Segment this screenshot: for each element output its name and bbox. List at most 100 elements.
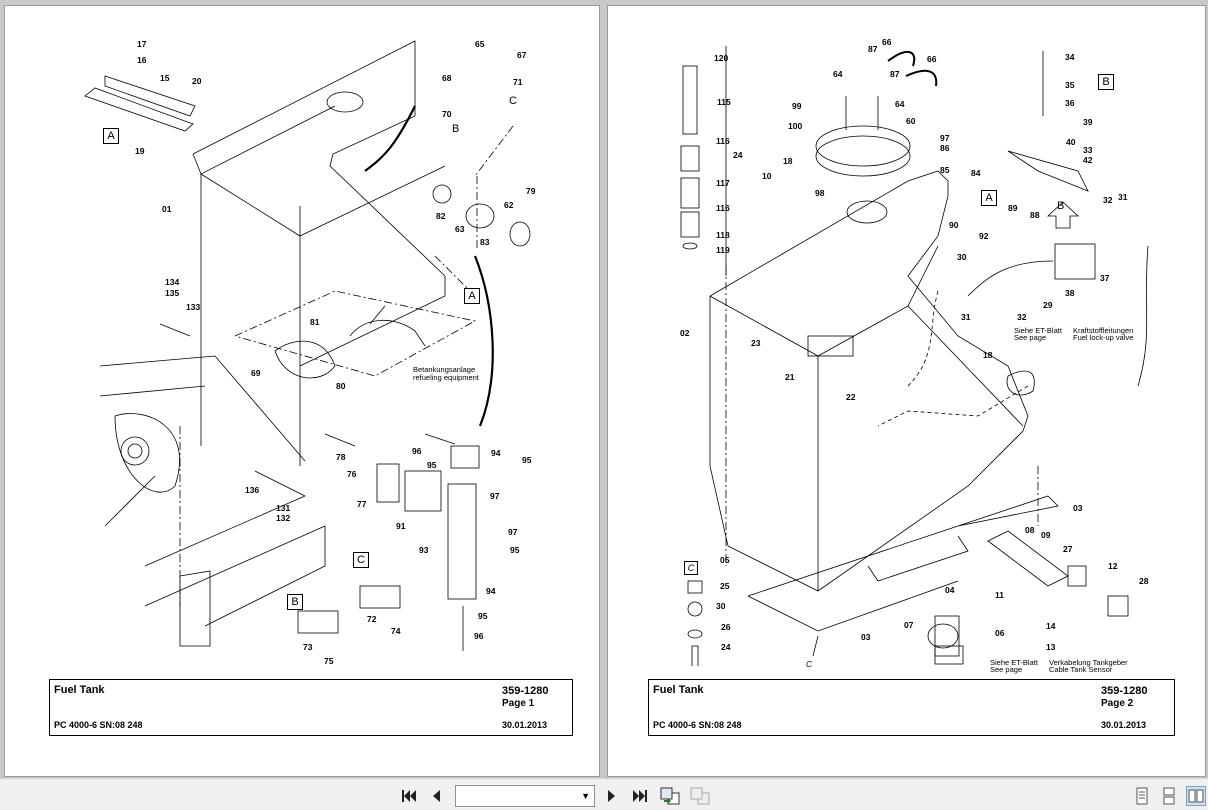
callout: 22	[846, 392, 856, 402]
callout: 10	[762, 171, 772, 181]
continuous-page-icon[interactable]	[1159, 786, 1179, 806]
callout: C	[509, 95, 517, 107]
callout: 18	[983, 350, 993, 360]
callout: 66	[882, 37, 892, 47]
callout: 97	[940, 133, 950, 143]
callout: 60	[906, 116, 916, 126]
callout: 01	[162, 204, 172, 214]
parts-drawing-page-1	[84, 40, 531, 651]
callout: 99	[792, 101, 802, 111]
title-block: Fuel Tank PC 4000-6 SN:08 248 359-1280 P…	[49, 679, 573, 736]
callout: 42	[1083, 155, 1093, 165]
callout: 94	[491, 448, 501, 458]
callout: 72	[367, 614, 377, 624]
callout: 12	[1108, 561, 1118, 571]
callout: 80	[336, 381, 346, 391]
callout: 18	[783, 156, 793, 166]
callout: 21	[785, 372, 795, 382]
callout: 19	[135, 146, 145, 156]
callout: 13	[1046, 642, 1056, 652]
callout: 120	[714, 53, 729, 63]
callout: 134	[165, 277, 180, 287]
callout: 133	[186, 302, 201, 312]
callout: 25	[720, 581, 730, 591]
note-fuel-lines-de: Kraftstoffleitungen	[1073, 326, 1134, 335]
view-label-b: B	[1098, 74, 1114, 90]
callout: 11	[995, 590, 1004, 600]
callout: 92	[979, 231, 989, 241]
callout: 83	[480, 237, 490, 247]
last-page-icon[interactable]	[630, 786, 650, 806]
callout: 89	[1008, 203, 1018, 213]
callout: 32	[1017, 312, 1027, 322]
callout: 16	[137, 55, 147, 65]
callout: 85	[940, 165, 950, 175]
callout: 84	[971, 168, 981, 178]
callout: 08	[1025, 525, 1035, 535]
callout: 91	[396, 521, 406, 531]
note-refueling-en: refueling equipment	[413, 373, 479, 382]
callout: 64	[895, 99, 905, 109]
callout: 79	[526, 186, 536, 196]
note-see-page-en: See page	[990, 665, 1023, 674]
note-see-page-en: See page	[1014, 333, 1047, 342]
page-number: Page 2	[1101, 698, 1134, 709]
drawing-number: 359-1280	[1101, 685, 1148, 697]
callout: 67	[517, 50, 527, 60]
callout: 135	[165, 288, 180, 298]
drawing-number: 359-1280	[502, 685, 549, 697]
callout: 07	[904, 620, 914, 630]
callout: 37	[1100, 273, 1110, 283]
callout: 31	[961, 312, 971, 322]
view-label-c: C	[684, 561, 698, 575]
callout: 74	[391, 626, 401, 636]
callout: 90	[949, 220, 959, 230]
callout: 30	[957, 252, 967, 262]
callout: 97	[508, 527, 518, 537]
view-label-c: C	[353, 552, 369, 568]
callout: 95	[522, 455, 532, 465]
sync-view-disabled-icon[interactable]	[690, 786, 710, 806]
callout: 95	[478, 611, 488, 621]
drawing-title: Fuel Tank	[54, 684, 105, 696]
title-block: Fuel Tank PC 4000-6 SN:08 248 359-1280 P…	[648, 679, 1175, 736]
callout: 82	[436, 211, 446, 221]
parts-drawing-page-2	[680, 46, 1149, 666]
callout: 14	[1046, 621, 1056, 631]
first-page-icon[interactable]	[399, 786, 419, 806]
callout: 33	[1083, 145, 1093, 155]
callout: 65	[475, 39, 485, 49]
callout: 87	[868, 44, 878, 54]
callout: 81	[310, 317, 320, 327]
callout: 35	[1065, 80, 1075, 90]
callout: 23	[751, 338, 761, 348]
callout: 03	[861, 632, 871, 642]
callout: 27	[1063, 544, 1073, 554]
callout: 116	[716, 136, 730, 146]
note-fuel-lines-en: Fuel lock-up valve	[1073, 333, 1134, 342]
page-select[interactable]: ▼	[455, 785, 595, 807]
sync-view-icon[interactable]	[660, 786, 680, 806]
note-refueling-de: Betankungsanlage	[413, 365, 476, 374]
two-page-icon[interactable]	[1186, 786, 1206, 806]
next-page-icon[interactable]	[602, 786, 622, 806]
callout: 29	[1043, 300, 1053, 310]
callout: 132	[276, 513, 291, 523]
callout: 87	[890, 69, 900, 79]
callout: 39	[1083, 117, 1093, 127]
view-label-b: B	[287, 594, 303, 610]
callout: 17	[137, 39, 147, 49]
callout: 136	[245, 485, 260, 495]
callout: 02	[680, 328, 690, 338]
document-page-1: A A B C Betankungsanlage refueling equip…	[4, 5, 600, 777]
callout: 96	[474, 631, 484, 641]
note-see-page-de: Siehe ET-Blatt	[1014, 326, 1062, 335]
callout: 115	[717, 97, 731, 107]
callout: 34	[1065, 52, 1075, 62]
callout: 63	[455, 224, 465, 234]
callout: 98	[815, 188, 825, 198]
callout: 04	[945, 585, 955, 595]
single-page-icon[interactable]	[1132, 786, 1152, 806]
prev-page-icon[interactable]	[426, 786, 446, 806]
callout: 32	[1103, 195, 1113, 205]
